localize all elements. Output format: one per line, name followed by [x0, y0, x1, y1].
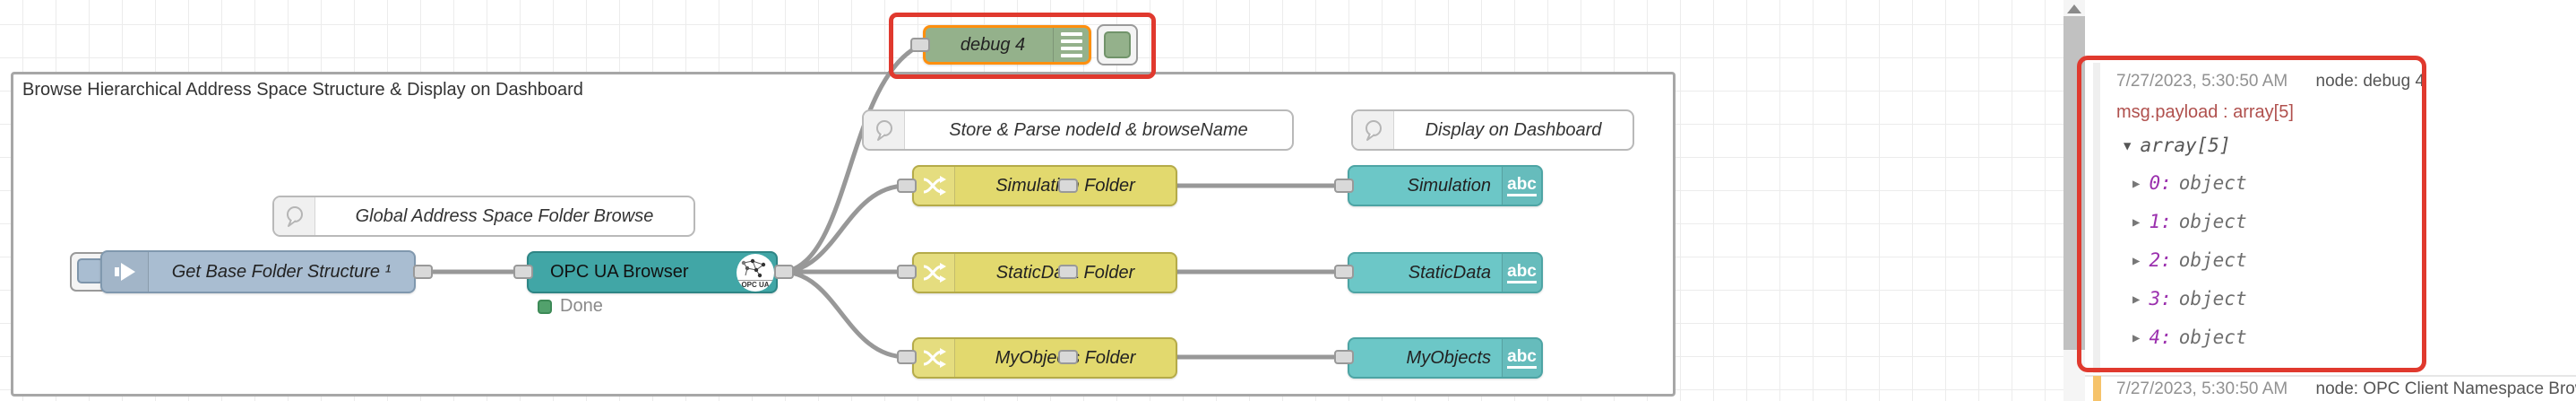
comment-store-parse[interactable]: Store & Parse nodeId & browseName — [862, 109, 1294, 151]
item-type: object — [2178, 288, 2247, 309]
abc-text-icon: abc — [1502, 254, 1541, 292]
node-text-staticdata[interactable]: StaticData abc — [1348, 252, 1543, 293]
switch-icon — [914, 254, 955, 292]
tree-root-label: array[5] — [2140, 135, 2231, 156]
node-label: Get Base Folder Structure ¹ — [171, 261, 392, 282]
switch-icon — [914, 167, 955, 205]
scrollbar-up-arrow-icon[interactable] — [2067, 4, 2081, 13]
port-text-myobj-in[interactable] — [1334, 350, 1354, 364]
comment-bubble-icon — [864, 111, 905, 149]
item-type: object — [2178, 172, 2247, 194]
comment-global-browse[interactable]: Global Address Space Folder Browse — [272, 196, 695, 237]
comment-label: Global Address Space Folder Browse — [355, 205, 654, 226]
node-label: MyObjects — [1406, 347, 1491, 368]
message-timestamp: 7/27/2023, 5:30:50 AM — [2116, 72, 2288, 91]
debug-list-icon — [1053, 28, 1089, 62]
comment-label: Store & Parse nodeId & browseName — [949, 119, 1248, 140]
item-index: 2: — [2149, 249, 2172, 271]
item-type: object — [2178, 249, 2247, 271]
tree-root-row[interactable]: ▼ array[5] — [2124, 135, 2231, 156]
expand-icon[interactable]: ▶ — [2132, 177, 2141, 191]
payload-label[interactable]: msg.payload : array[5] — [2116, 102, 2294, 122]
node-status: Done — [538, 296, 603, 317]
node-inject-get-base-folder[interactable]: Get Base Folder Structure ¹ — [100, 250, 416, 293]
node-label: debug 4 — [960, 34, 1026, 55]
port-inject-out[interactable] — [413, 265, 433, 279]
debug-message-meta: 7/27/2023, 5:30:50 AM node: debug 4 — [2116, 72, 2425, 92]
item-index: 4: — [2149, 327, 2172, 348]
item-type: object — [2178, 211, 2247, 232]
tree-item-row[interactable]: ▶ 3: object — [2132, 288, 2247, 309]
comment-label: Display on Dashboard — [1425, 119, 1602, 140]
item-type: object — [2178, 327, 2247, 348]
node-label: Simulation — [1407, 175, 1491, 196]
expand-icon[interactable]: ▶ — [2132, 292, 2141, 307]
debug-sidebar: 7/27/2023, 5:30:50 AM node: debug 4 msg.… — [2085, 0, 2576, 401]
port-switch-sim-out[interactable] — [1058, 179, 1078, 193]
tree-item-row[interactable]: ▶ 2: object — [2132, 249, 2247, 271]
node-debug-4[interactable]: debug 4 — [923, 25, 1091, 65]
status-dot-icon — [538, 299, 552, 314]
port-text-sim-in[interactable] — [1334, 179, 1354, 193]
item-index: 0: — [2149, 172, 2172, 194]
abc-text-icon: abc — [1502, 339, 1541, 377]
expand-icon[interactable]: ▶ — [2132, 254, 2141, 268]
flow-canvas[interactable]: Browse Hierarchical Address Space Struct… — [0, 0, 2063, 401]
node-text-simulation[interactable]: Simulation abc — [1348, 165, 1543, 206]
status-text: Done — [560, 296, 603, 316]
canvas-vertical-scrollbar[interactable] — [2063, 0, 2085, 401]
group-title: Browse Hierarchical Address Space Struct… — [22, 80, 583, 100]
node-text-myobjects[interactable]: MyObjects abc — [1348, 337, 1543, 379]
collapse-icon[interactable]: ▼ — [2124, 139, 2132, 153]
port-switch-sim-in[interactable] — [897, 179, 917, 193]
node-label: StaticData — [1408, 262, 1491, 283]
node-label: OPC UA Browser — [550, 262, 689, 282]
port-text-static-in[interactable] — [1334, 265, 1354, 279]
item-index: 1: — [2149, 211, 2172, 232]
debug-message-2[interactable]: 7/27/2023, 5:30:50 AM node: OPC Client N… — [2093, 376, 2576, 401]
node-opcua-browser[interactable]: OPC UA Browser OPC UA — [527, 251, 778, 293]
port-switch-myobj-in[interactable] — [897, 350, 917, 364]
item-index: 3: — [2149, 288, 2172, 309]
port-switch-static-in[interactable] — [897, 265, 917, 279]
tree-item-row[interactable]: ▶ 1: object — [2132, 211, 2247, 232]
debug-message-meta: 7/27/2023, 5:30:50 AM node: OPC Client N… — [2116, 379, 2576, 399]
expand-icon[interactable]: ▶ — [2132, 215, 2141, 230]
comment-display-dashboard[interactable]: Display on Dashboard — [1351, 109, 1634, 151]
message-node-name: node: debug 4 — [2315, 72, 2425, 91]
port-browser-out[interactable] — [774, 265, 794, 279]
message-timestamp: 7/27/2023, 5:30:50 AM — [2116, 379, 2288, 398]
port-switch-myobj-out[interactable] — [1058, 350, 1078, 364]
opcua-icon-caption: OPC UA — [737, 279, 774, 289]
node-switch-simulation-folder[interactable]: Simulation Folder — [912, 165, 1177, 206]
message-divider — [2085, 375, 2576, 377]
node-switch-myobjects-folder[interactable]: MyObjects Folder — [912, 337, 1177, 379]
node-switch-staticdata-folder[interactable]: StaticData Folder — [912, 252, 1177, 293]
message-node-name: node: OPC Client Namespace Brow — [2315, 379, 2576, 398]
port-browser-in[interactable] — [513, 265, 533, 279]
scrollbar-thumb[interactable] — [2063, 16, 2085, 350]
opcua-icon: OPC UA — [737, 253, 774, 292]
port-debug-in[interactable] — [910, 38, 930, 52]
expand-icon[interactable]: ▶ — [2132, 331, 2141, 345]
comment-bubble-icon — [1353, 111, 1394, 149]
debug-message-1[interactable]: 7/27/2023, 5:30:50 AM node: debug 4 msg.… — [2093, 63, 2576, 373]
switch-icon — [914, 339, 955, 377]
tree-item-row[interactable]: ▶ 4: object — [2132, 327, 2247, 348]
port-switch-static-out[interactable] — [1058, 265, 1078, 279]
tree-item-row[interactable]: ▶ 0: object — [2132, 172, 2247, 194]
debug-enable-toggle[interactable] — [1097, 24, 1138, 65]
debug-enable-toggle-inner[interactable] — [1104, 31, 1131, 58]
comment-bubble-icon — [274, 197, 315, 235]
inject-icon — [102, 252, 149, 292]
abc-text-icon: abc — [1502, 167, 1541, 205]
